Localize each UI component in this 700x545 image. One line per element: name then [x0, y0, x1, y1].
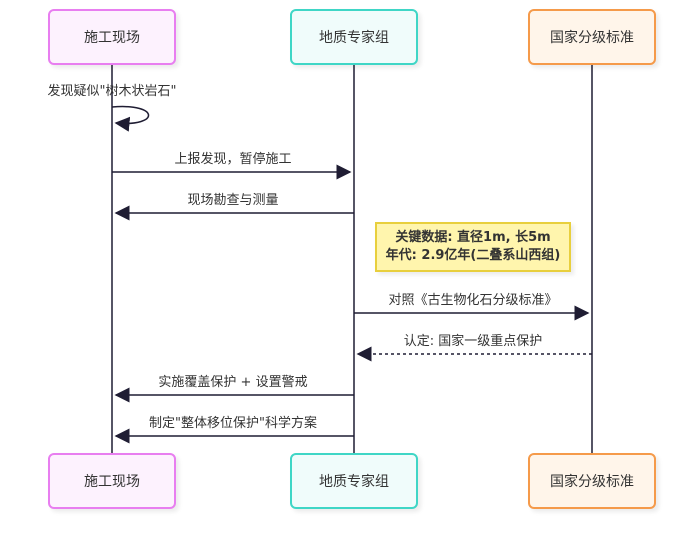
self-message-arrow	[111, 105, 150, 132]
actor-experts-bottom: 地质专家组	[290, 453, 418, 509]
actor-label: 施工现场	[84, 474, 140, 490]
actor-standard-bottom: 国家分级标准	[528, 453, 656, 509]
actor-site-bottom: 施工现场	[48, 453, 176, 509]
note-line-1: 关键数据: 直径1m, 长5m	[395, 230, 551, 245]
message-label-3: 对照《古生物化石分级标准》	[388, 293, 558, 308]
message-label-0: 发现疑似"树木状岩石"	[47, 84, 177, 99]
actor-site-top: 施工现场	[48, 9, 176, 65]
message-label-2: 现场勘查与测量	[187, 193, 279, 208]
actor-label: 地质专家组	[319, 474, 389, 490]
actor-label: 国家分级标准	[550, 474, 634, 490]
actor-label: 国家分级标准	[550, 30, 634, 46]
message-label-4: 认定: 国家一级重点保护	[403, 334, 543, 349]
actor-label: 施工现场	[84, 30, 140, 46]
actor-experts-top: 地质专家组	[290, 9, 418, 65]
note-key-data: 关键数据: 直径1m, 长5m 年代: 2.9亿年(二叠系山西组)	[375, 222, 571, 272]
actor-label: 地质专家组	[319, 30, 389, 46]
note-line-2: 年代: 2.9亿年(二叠系山西组)	[385, 248, 561, 263]
message-label-5: 实施覆盖保护 + 设置警戒	[158, 375, 308, 390]
message-label-1: 上报发现，暂停施工	[174, 152, 292, 167]
message-label-6: 制定"整体移位保护"科学方案	[149, 416, 317, 431]
actor-standard-top: 国家分级标准	[528, 9, 656, 65]
